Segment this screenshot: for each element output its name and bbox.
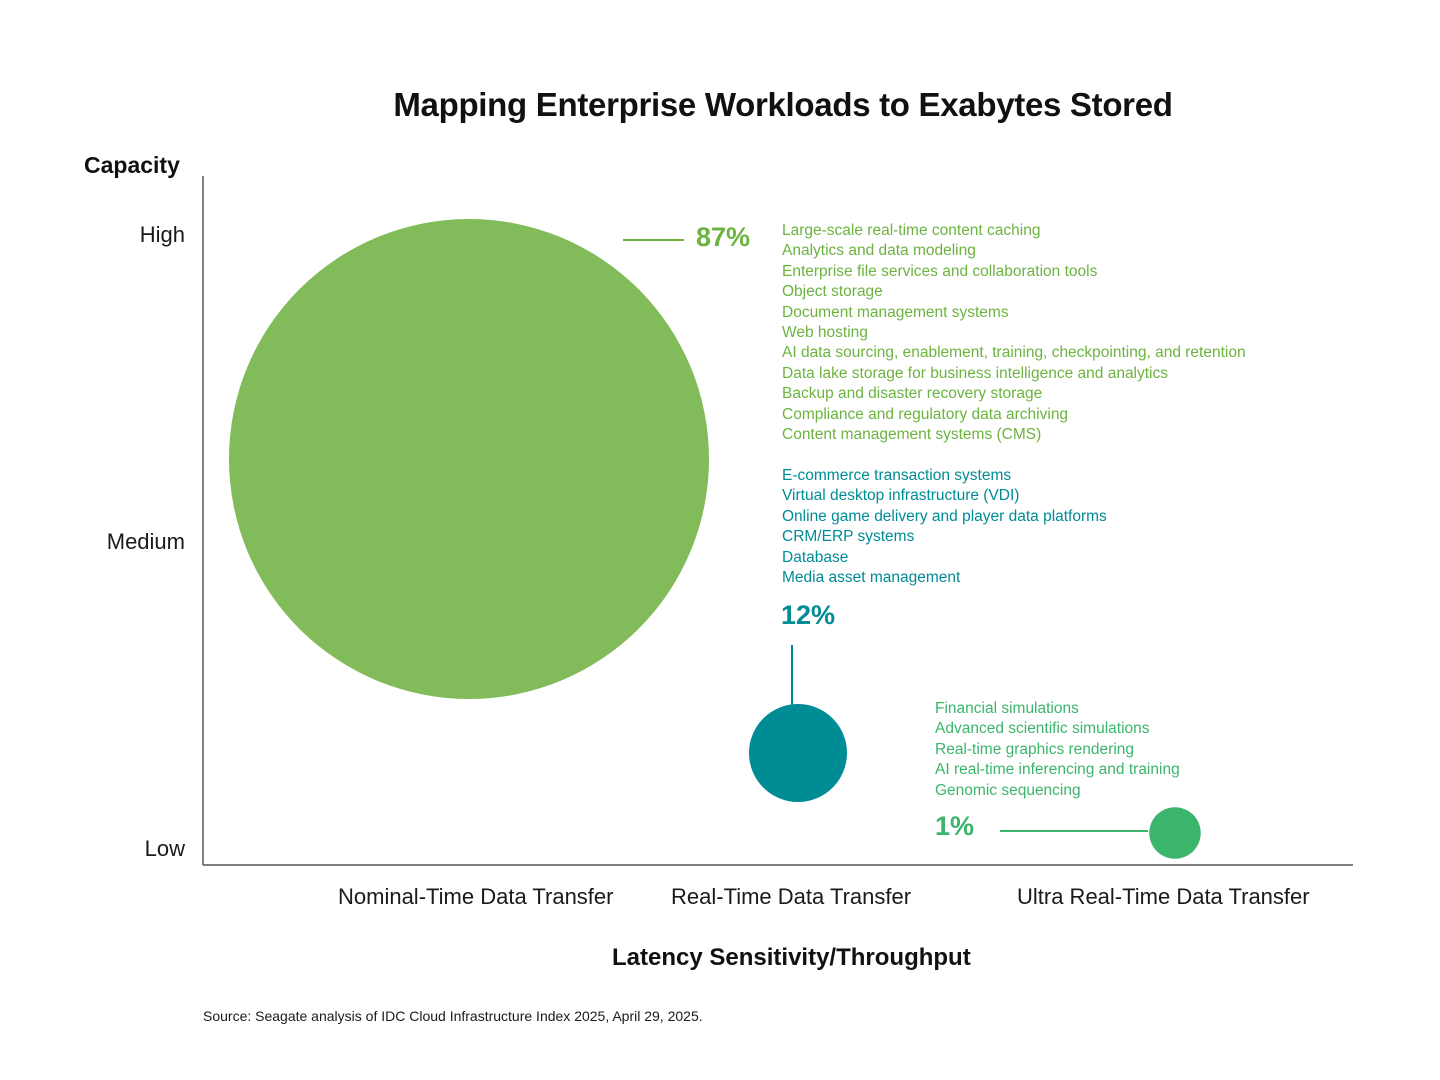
workload-item: Data lake storage for business intellige… — [782, 364, 1169, 382]
share-label-ultra: 1% — [935, 811, 975, 841]
x-axis-title: Latency Sensitivity/Throughput — [612, 944, 971, 971]
workload-item: Web hosting — [782, 324, 868, 342]
workload-item: Compliance and regulatory data archiving — [782, 405, 1069, 423]
workload-item: Online game delivery and player data pla… — [782, 507, 1107, 525]
x-tick-nominal: Nominal-Time Data Transfer — [338, 884, 614, 909]
workload-item: CRM/ERP systems — [782, 528, 915, 546]
bubbles-group — [229, 219, 1201, 859]
workload-item: Analytics and data modeling — [782, 242, 976, 260]
leader-lines-group — [623, 239, 1148, 832]
workload-item: Document management systems — [782, 303, 1009, 321]
workload-item: Database — [782, 548, 849, 566]
workload-item: Real-time graphics rendering — [935, 740, 1135, 758]
y-tick-medium: Medium — [106, 529, 185, 554]
y-tick-high: High — [139, 222, 185, 247]
workload-item: Content management systems (CMS) — [782, 426, 1042, 444]
y-axis-title: Capacity — [84, 152, 180, 178]
workload-item: Virtual desktop infrastructure (VDI) — [782, 487, 1020, 505]
share-label-nominal: 87% — [696, 222, 751, 252]
bubble-realtime — [748, 703, 848, 803]
chart-title: Mapping Enterprise Workloads to Exabytes… — [393, 86, 1173, 123]
workload-item: Media asset management — [782, 569, 961, 587]
y-tick-low: Low — [144, 836, 185, 861]
x-tick-realtime: Real-Time Data Transfer — [671, 884, 912, 909]
share-label-realtime: 12% — [781, 600, 836, 630]
bubble-nominal — [229, 219, 709, 699]
workload-item: Advanced scientific simulations — [935, 720, 1150, 738]
workload-item: E-commerce transaction systems — [782, 467, 1012, 484]
bubble-ultra — [1149, 807, 1201, 859]
source-note: Source: Seagate analysis of IDC Cloud In… — [203, 1008, 703, 1024]
workload-item: Genomic sequencing — [935, 781, 1081, 799]
workload-item: Large-scale real-time content caching — [782, 222, 1041, 239]
workload-item: Financial simulations — [935, 700, 1079, 717]
workload-item: Backup and disaster recovery storage — [782, 385, 1043, 403]
workload-item: AI real-time inferencing and training — [935, 761, 1180, 779]
workload-item: Enterprise file services and collaborati… — [782, 262, 1098, 280]
workload-item: AI data sourcing, enablement, training, … — [782, 344, 1246, 362]
x-tick-ultra: Ultra Real-Time Data Transfer — [1017, 884, 1310, 909]
workload-item: Object storage — [782, 283, 883, 301]
